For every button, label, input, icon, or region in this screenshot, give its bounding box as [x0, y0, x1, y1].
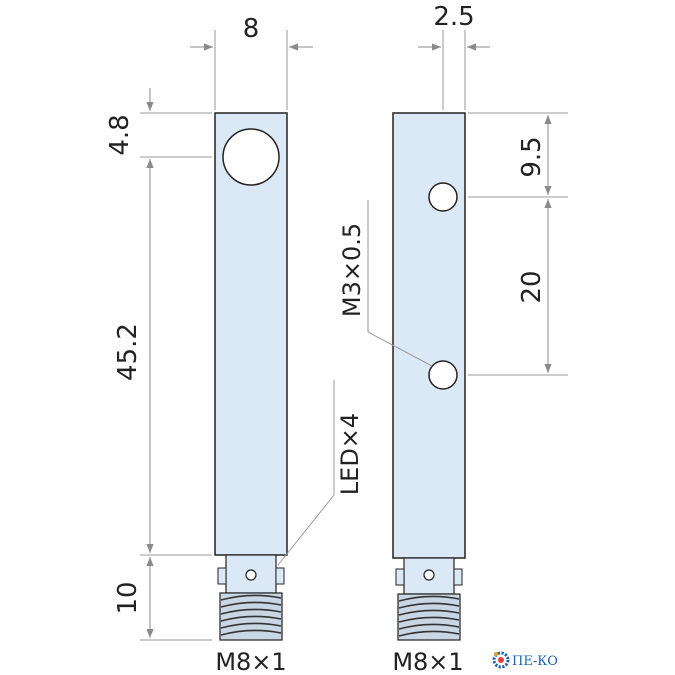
- extension-lines: [140, 30, 568, 641]
- mount-thread-callout: M3×0.5: [338, 223, 366, 317]
- mount-hole-top: [428, 182, 458, 212]
- connector-led: [245, 569, 257, 581]
- dim-top-offset: 4.8: [105, 114, 135, 155]
- led-leader: [277, 380, 335, 566]
- front-body: [214, 112, 288, 556]
- front-connector-label: M8×1: [215, 648, 286, 675]
- side-body: [392, 112, 466, 559]
- dimension-lines: [146, 43, 552, 638]
- company-logo: ПЕ-КО: [492, 651, 558, 669]
- mount-hole-bottom: [428, 360, 458, 390]
- side-connector: [395, 557, 463, 641]
- dim-hole-spacing: 20: [517, 270, 547, 303]
- side-view: [367, 112, 466, 641]
- dim-side-width: 2.5: [433, 2, 474, 32]
- logo-text: ПЕ-КО: [512, 654, 558, 669]
- dim-front-width: 8: [243, 14, 260, 44]
- side-connector-label: M8×1: [392, 648, 463, 675]
- dim-hole-offset: 9.5: [517, 136, 547, 177]
- dim-body-length: 45.2: [113, 323, 143, 381]
- front-view: [214, 112, 335, 641]
- gear-icon: [492, 651, 510, 669]
- led-callout: LED×4: [336, 413, 364, 495]
- led-window: [222, 128, 280, 186]
- front-connector: [217, 554, 285, 641]
- mount-leader: [367, 200, 433, 367]
- dim-connector-length: 10: [113, 581, 143, 614]
